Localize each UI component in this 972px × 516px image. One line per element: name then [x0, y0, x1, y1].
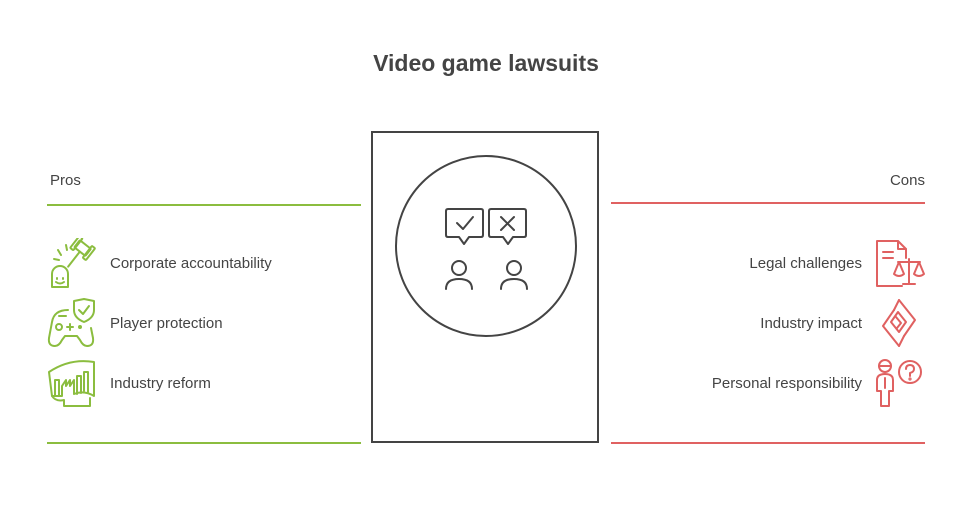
pros-item-corporate-accountability: Corporate accountability	[110, 255, 272, 272]
factory-icon	[48, 360, 95, 407]
pros-top-rule	[47, 204, 361, 206]
pros-cons-people-icon	[395, 155, 577, 337]
impact-diamond-icon	[882, 299, 916, 347]
pros-item-player-protection: Player protection	[110, 315, 223, 332]
cons-top-rule	[611, 202, 925, 204]
cons-item-personal-responsibility: Personal responsibility	[711, 375, 862, 392]
center-panel	[371, 131, 599, 443]
pros-item-industry-reform: Industry reform	[110, 375, 211, 392]
gamepad-shield-icon	[47, 298, 95, 347]
legal-document-icon	[876, 240, 925, 287]
gavel-icon	[51, 238, 96, 288]
cons-item-industry-impact: Industry impact	[760, 315, 862, 332]
diagram-title: Video game lawsuits	[373, 50, 599, 76]
cons-item-legal-challenges: Legal challenges	[749, 255, 862, 272]
pros-heading: Pros	[50, 172, 81, 189]
pros-bottom-rule	[47, 442, 361, 444]
cons-bottom-rule	[611, 442, 925, 444]
person-question-icon	[876, 359, 922, 407]
cons-heading: Cons	[889, 172, 925, 189]
